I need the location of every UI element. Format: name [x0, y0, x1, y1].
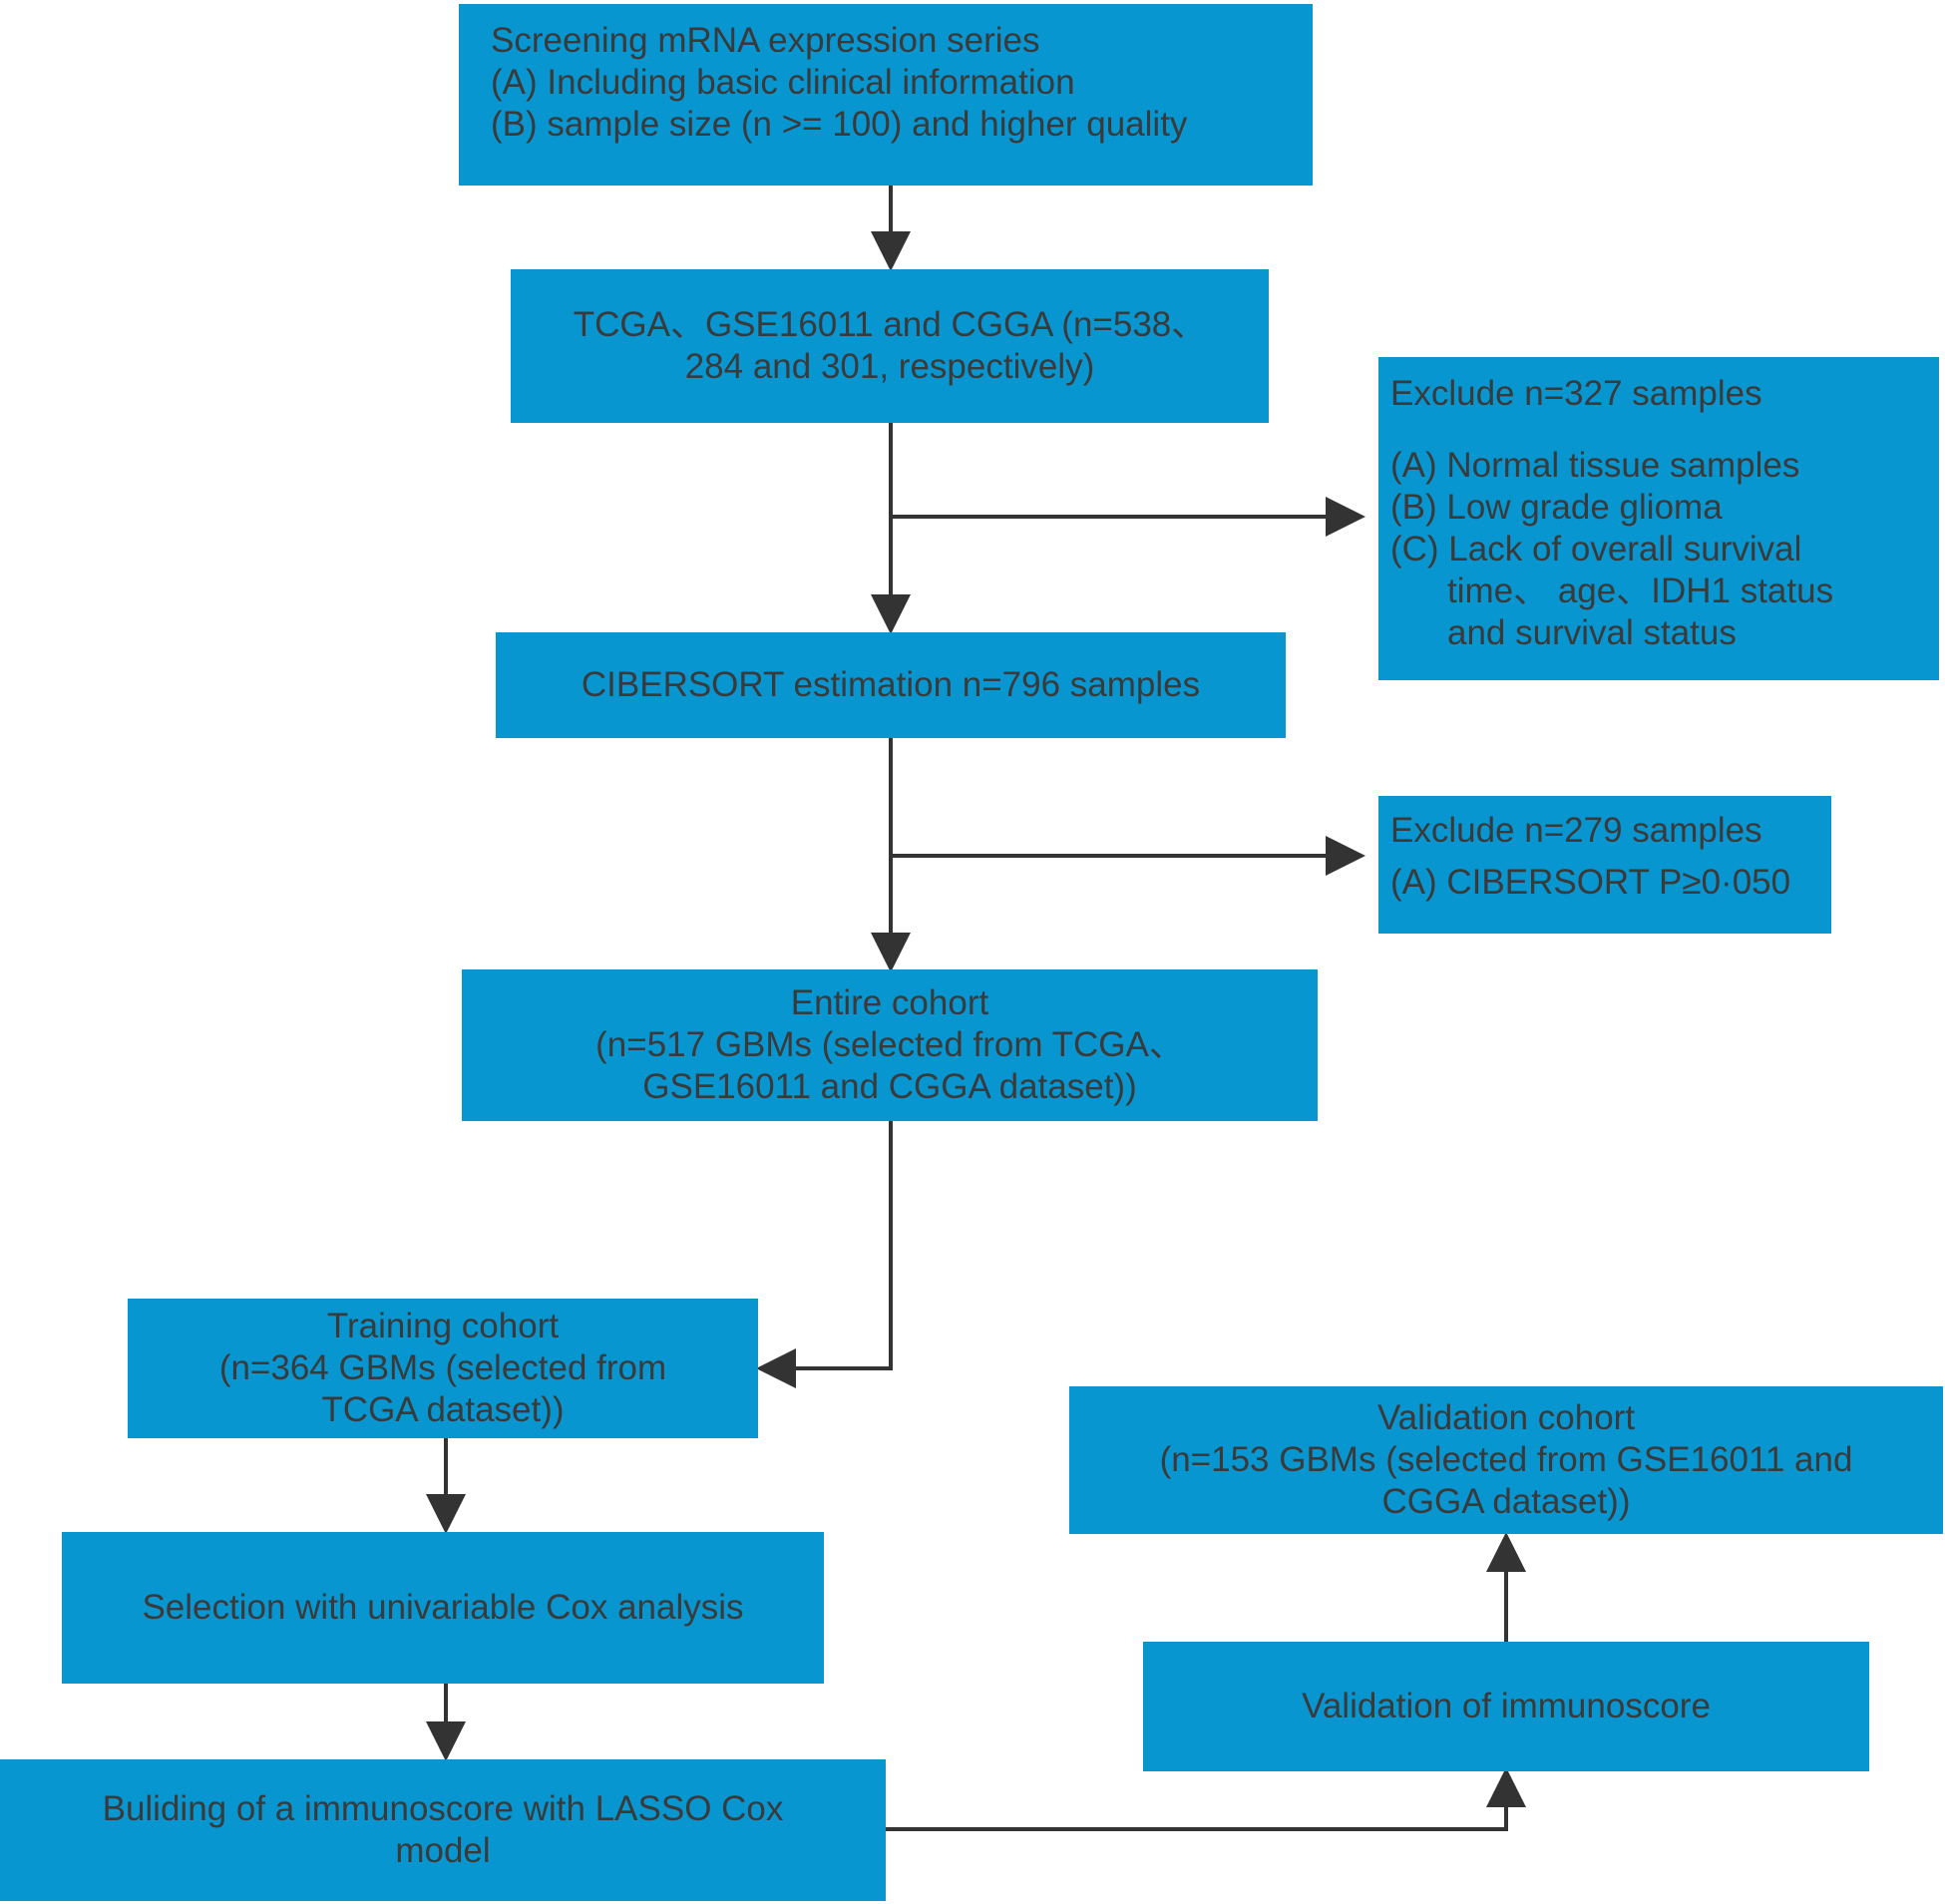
datasets-line-1: TCGA、GSE16011 and CGGA (n=538、 [573, 305, 1207, 344]
validation-cohort-box: Validation cohort (n=153 GBMs (selected … [1069, 1386, 1943, 1534]
entire-cohort-line-3: GSE16011 and CGGA dataset)) [642, 1067, 1137, 1106]
lasso-model-line-2: model [395, 1831, 491, 1870]
exclude-second-title: Exclude n=279 samples [1390, 811, 1762, 850]
screening-box: Screening mRNA expression series (A) Inc… [459, 4, 1313, 186]
univariable-selection-line-1: Selection with univariable Cox analysis [142, 1588, 744, 1627]
datasets-box: TCGA、GSE16011 and CGGA (n=538、 284 and 3… [511, 269, 1269, 423]
exclude-first-item-a: (A) Normal tissue samples [1390, 446, 1800, 485]
exclude-first-box: Exclude n=327 samples (A) Normal tissue … [1378, 357, 1939, 680]
training-cohort-box: Training cohort (n=364 GBMs (selected fr… [128, 1299, 758, 1438]
screening-line-1: Screening mRNA expression series [491, 21, 1040, 60]
screening-line-2: (A) Including basic clinical information [491, 63, 1075, 102]
training-cohort-line-3: TCGA dataset)) [321, 1390, 565, 1429]
datasets-line-2: 284 and 301, respectively) [684, 347, 1095, 386]
cibersort-line-1: CIBERSORT estimation n=796 samples [581, 665, 1201, 704]
validation-cohort-line-3: CGGA dataset)) [1381, 1482, 1631, 1521]
validation-cohort-line-1: Validation cohort [1376, 1398, 1636, 1437]
univariable-selection-box: Selection with univariable Cox analysis [62, 1532, 824, 1684]
exclude-second-box: Exclude n=279 samples (A) CIBERSORT P≥0·… [1378, 796, 1831, 934]
exclude-first-item-c-cont-2: and survival status [1447, 613, 1737, 652]
lasso-model-box: Buliding of a immunoscore with LASSO Cox… [0, 1759, 886, 1901]
arrow-entire-to-training [756, 1121, 893, 1388]
entire-cohort-line-1: Entire cohort [790, 983, 989, 1022]
entire-cohort-box: Entire cohort (n=517 GBMs (selected from… [462, 969, 1318, 1121]
exclude-first-item-c: (C) Lack of overall survival [1390, 530, 1802, 569]
training-cohort-line-1: Training cohort [326, 1307, 560, 1345]
entire-cohort-line-2: (n=517 GBMs (selected from TCGA、 [595, 1025, 1184, 1064]
exclude-first-item-c-cont-1: time、 age、IDH1 status [1447, 571, 1834, 610]
screening-line-3: (B) sample size (n >= 100) and higher qu… [491, 105, 1188, 144]
cibersort-box: CIBERSORT estimation n=796 samples [496, 632, 1286, 738]
exclude-second-item-a: (A) CIBERSORT P≥0·050 [1390, 863, 1791, 902]
exclude-first-title: Exclude n=327 samples [1390, 374, 1762, 413]
arrow-lasso-to-validation-immunoscore [886, 1767, 1526, 1831]
validation-cohort-line-2: (n=153 GBMs (selected from GSE16011 and [1159, 1440, 1853, 1479]
lasso-model-line-1: Buliding of a immunoscore with LASSO Cox [102, 1789, 784, 1828]
validation-immunoscore-box: Validation of immunoscore [1143, 1642, 1869, 1771]
validation-immunoscore-line-1: Validation of immunoscore [1302, 1687, 1711, 1725]
exclude-first-item-b: (B) Low grade glioma [1390, 488, 1723, 527]
training-cohort-line-2: (n=364 GBMs (selected from [218, 1348, 667, 1387]
